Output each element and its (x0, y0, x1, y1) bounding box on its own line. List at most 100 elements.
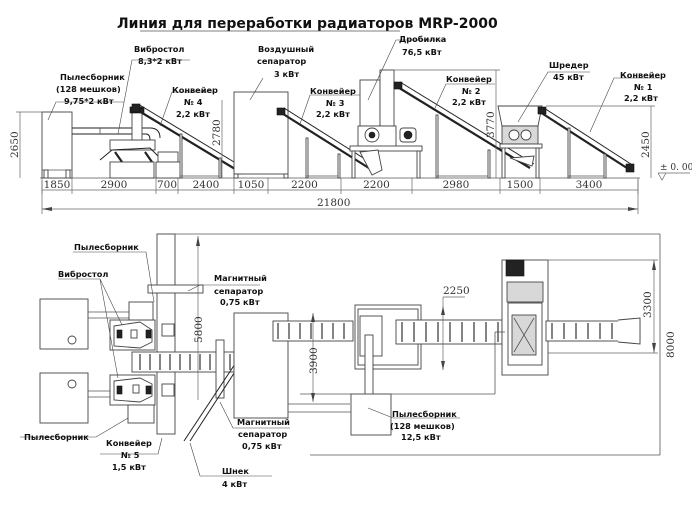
dust-pipe-side (72, 127, 161, 141)
dim-height-conveyor1: 2450 (546, 105, 655, 178)
svg-text:(128 мешков): (128 мешков) (56, 84, 121, 94)
screw-conveyor-plan (183, 363, 241, 442)
dim-segment-2200: 2200 (291, 179, 318, 191)
svg-text:2250: 2250 (443, 285, 470, 297)
svg-text:2,2 кВт: 2,2 кВт (176, 109, 210, 119)
label-conveyor1-side: Конвейер № 1 2,2 кВт (620, 70, 666, 103)
dim-2250: 2250 (441, 285, 470, 370)
dim-3900: 3900 (308, 313, 320, 402)
svg-text:8000: 8000 (665, 331, 677, 358)
svg-text:сепаратор: сепаратор (238, 429, 287, 439)
svg-text:2450: 2450 (640, 131, 652, 158)
conveyor-1-side (537, 106, 635, 179)
svg-text:9,75*2 кВт: 9,75*2 кВт (64, 96, 114, 106)
vibrotable-plan-top (109, 301, 156, 351)
svg-text:Пылесборник: Пылесборник (24, 432, 89, 442)
dim-segment-2400: 2400 (193, 179, 220, 191)
label-vibrotable-side: Вибростол 8,3*2 кВт (134, 44, 184, 66)
svg-text:0,75 кВт: 0,75 кВт (220, 297, 260, 307)
dust-collector-plan-top (39, 298, 89, 350)
svg-text:Шнек: Шнек (222, 466, 249, 476)
svg-text:Конвейер: Конвейер (310, 86, 356, 96)
svg-text:2,2 кВт: 2,2 кВт (452, 97, 486, 107)
svg-text:(128 мешков): (128 мешков) (390, 421, 455, 431)
level-mark: ± 0. 00 (657, 163, 692, 181)
svg-text:± 0. 00: ± 0. 00 (660, 163, 692, 173)
label-conveyor2-side: Конвейер № 2 2,2 кВт (446, 74, 492, 107)
leader-dust-collector (47, 101, 124, 121)
leader-vibrotable (117, 59, 190, 135)
svg-text:Конвейер: Конвейер (446, 74, 492, 84)
svg-text:Конвейер: Конвейер (172, 85, 218, 95)
svg-text:Воздушный: Воздушный (258, 44, 314, 54)
dim-8000: 8000 (665, 331, 677, 358)
svg-text:2780: 2780 (211, 119, 223, 146)
dim-segment-2200: 2200 (363, 179, 390, 191)
svg-text:Пылесборник: Пылесборник (392, 409, 457, 419)
label-magnetic-separator-bottom: Магнитный сепаратор 0,75 кВт (237, 417, 290, 451)
svg-text:4 кВт: 4 кВт (222, 479, 247, 489)
dim-height-dust-collector: 2650 (9, 111, 42, 178)
label-magnetic-separator-top: Магнитный сепаратор 0,75 кВт (214, 273, 267, 307)
svg-text:№ 5: № 5 (121, 450, 140, 460)
svg-text:Вибростол: Вибростол (134, 44, 184, 54)
dim-5800: 5800 (193, 236, 205, 400)
svg-text:76,5 кВт: 76,5 кВт (402, 47, 442, 57)
dim-segment-3400: 3400 (576, 179, 603, 191)
svg-text:Вибростол: Вибростол (58, 269, 108, 279)
svg-text:Шредер: Шредер (549, 60, 589, 70)
label-vibrotable-plan: Вибростол (58, 269, 108, 279)
svg-text:сепаратор: сепаратор (257, 56, 306, 66)
dim-segment-2900: 2900 (101, 179, 128, 191)
label-conveyor5-plan: Конвейер № 5 1,5 кВт (106, 438, 152, 472)
svg-text:№ 3: № 3 (326, 98, 345, 108)
svg-text:Пылесборник: Пылесборник (74, 242, 139, 252)
svg-text:Конвейер: Конвейер (620, 70, 666, 80)
svg-text:№ 1: № 1 (634, 82, 653, 92)
svg-text:12,5 кВт: 12,5 кВт (401, 432, 441, 442)
dim-total-length: 21800 (41, 180, 639, 214)
leader-shredder (517, 71, 590, 123)
conveyor-5-plan (131, 351, 235, 373)
dust-collector-plan-bottom (39, 372, 89, 424)
label-conveyor4-side: Конвейер № 4 2,2 кВт (172, 85, 218, 119)
drawing-title: Линия для переработки радиаторов MRP-200… (117, 16, 498, 32)
dim-segment-2980: 2980 (443, 179, 470, 191)
vibrotable-side (99, 106, 183, 179)
dim-segment-700: 700 (157, 179, 177, 191)
dim-segment-1500: 1500 (507, 179, 534, 191)
svg-text:3900: 3900 (308, 347, 320, 374)
vibrotable-plan-bottom (109, 374, 156, 424)
label-dust-collector-bottom-plan: Пылесборник (24, 432, 89, 442)
leader-conveyor4 (159, 91, 215, 127)
svg-text:Пылесборник: Пылесборник (60, 72, 125, 82)
svg-text:21800: 21800 (317, 197, 350, 209)
svg-text:3770: 3770 (485, 111, 497, 138)
svg-text:№ 4: № 4 (184, 97, 203, 107)
shredder-plan (501, 259, 549, 376)
svg-text:сепаратор: сепаратор (214, 286, 263, 296)
svg-text:2650: 2650 (9, 131, 21, 158)
conveyor-2-frame-plan (354, 304, 422, 400)
plan-view: 5800 3900 2250 3300 8000 (20, 233, 677, 489)
svg-text:№ 2: № 2 (462, 86, 480, 96)
svg-text:1,5 кВт: 1,5 кВт (112, 462, 146, 472)
side-view: Пылесборник (128 мешков) 9,75*2 кВт Вибр… (9, 34, 692, 214)
label-dust-collector-side: Пылесборник (128 мешков) 9,75*2 кВт (56, 72, 125, 106)
conveyor-2-side (393, 81, 535, 179)
svg-text:5800: 5800 (193, 316, 205, 343)
dim-height-conveyor4: 2780 (211, 100, 223, 178)
svg-text:3 кВт: 3 кВт (274, 69, 299, 79)
dim-segment-1850: 1850 (44, 179, 71, 191)
svg-text:45 кВт: 45 кВт (553, 72, 584, 82)
air-separator-side (233, 91, 289, 179)
crusher-side (349, 69, 423, 179)
leader-conveyor3 (299, 94, 360, 125)
svg-text:8,3*2 кВт: 8,3*2 кВт (138, 56, 182, 66)
svg-text:0,75 кВт: 0,75 кВт (242, 441, 282, 451)
svg-text:3300: 3300 (642, 291, 654, 318)
label-dust-collector-top-plan: Пылесборник (74, 242, 139, 252)
leader-conveyor2 (434, 83, 495, 109)
